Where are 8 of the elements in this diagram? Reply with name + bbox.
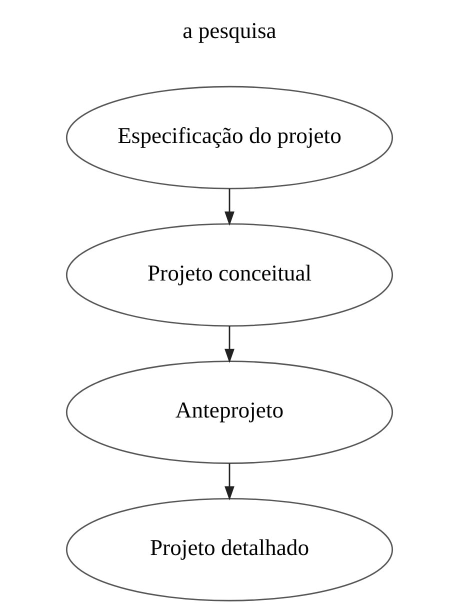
- arrow: [224, 188, 234, 226]
- label: a pesquisa: [182, 18, 276, 44]
- node-ellipse: Projeto conceitual: [66, 223, 394, 327]
- arrow: [224, 326, 234, 364]
- arrow: [224, 463, 234, 500]
- node-ellipse: Anteprojeto: [66, 360, 394, 464]
- node-ellipse: Especificação do projeto: [66, 86, 394, 190]
- node-ellipse: Projeto detalhado: [66, 498, 394, 602]
